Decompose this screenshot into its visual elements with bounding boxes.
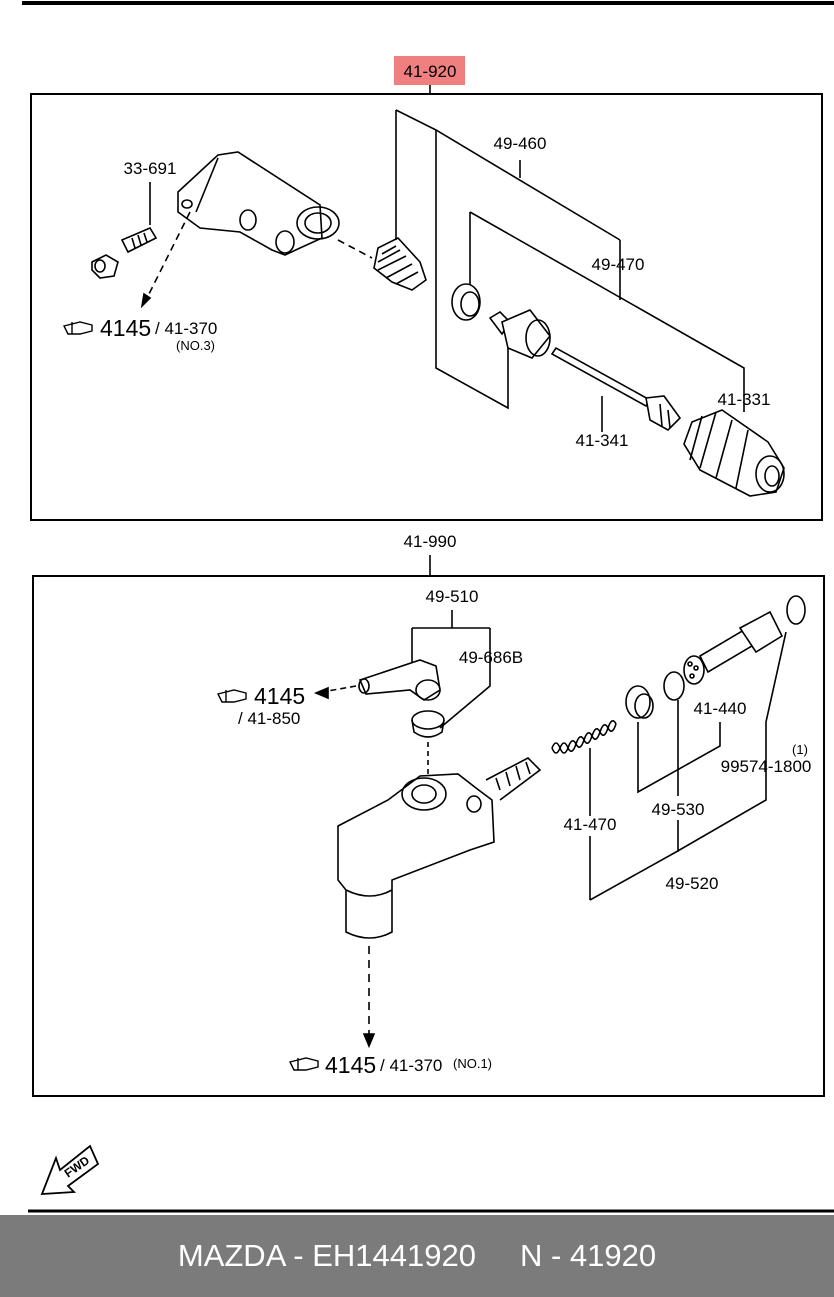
hand-pointer-icon <box>62 321 93 335</box>
callout-reservoir-kit: 49-510 <box>426 587 479 606</box>
return-spring <box>551 720 617 754</box>
callout-bolt: 33-691 <box>124 159 177 178</box>
piston <box>488 309 552 359</box>
bleed-bolt <box>91 226 158 279</box>
callout-kit-outer: 49-460 <box>494 134 547 153</box>
slave-cylinder-body <box>177 151 340 256</box>
cup-seal <box>625 685 654 719</box>
top-part-number: 41-920 <box>404 62 457 81</box>
ref-figure-outlet: 4145 <box>325 1052 376 1078</box>
callout-spring: 41-470 <box>564 815 617 834</box>
bottom-assembly <box>32 555 825 1097</box>
nipple-dashed <box>321 685 357 693</box>
seal-ring <box>663 671 685 701</box>
top-assembly-frame <box>30 93 823 521</box>
push-rod <box>550 346 682 431</box>
top-assembly <box>30 56 823 521</box>
bottom-part-number: 41-990 <box>404 532 457 551</box>
oring-99574 <box>786 595 806 625</box>
reservoir-nipple <box>358 659 441 701</box>
ref-sub-top: / 41-370 <box>155 319 217 338</box>
piston-seal <box>451 283 481 321</box>
callout-oring: 99574-1800 <box>721 757 812 776</box>
small-dust-boot <box>373 237 427 291</box>
ref-sub-reservoir: / 41-850 <box>238 709 300 728</box>
top-labels: 41-920 33-691 49-460 49-470 41-331 41-34… <box>62 62 771 450</box>
master-cylinder-body <box>337 757 542 939</box>
ref-note-top: (NO.3) <box>176 338 215 353</box>
bottom-labels: 41-990 49-510 49-686B 41-440 (1) 99574-1… <box>216 532 812 1078</box>
master-piston <box>683 610 784 685</box>
bolt-dashed-arrow <box>145 211 191 301</box>
callout-kit-inner: 49-470 <box>592 255 645 274</box>
ref-sub-outlet: / 41-370 <box>380 1056 442 1075</box>
callout-piston: 41-440 <box>694 699 747 718</box>
ref-figure-top: 4145 <box>100 315 151 341</box>
callout-seal: 49-530 <box>652 800 705 819</box>
callout-qty: (1) <box>792 742 808 757</box>
hand-pointer-icon <box>216 689 247 703</box>
ref-figure-reservoir: 4145 <box>254 683 305 709</box>
callout-grommet: 49-686B <box>459 648 523 667</box>
footer-bar: MAZDA - EH1441920 N - 41920 <box>0 1215 834 1297</box>
callout-repair-kit: 49-520 <box>666 874 719 893</box>
top-part-highlight <box>394 56 465 85</box>
bottom-assembly-frame <box>32 575 825 1097</box>
callout-pushrod: 41-341 <box>576 431 629 450</box>
parts-diagram: 41-920 33-691 49-460 49-470 41-331 41-34… <box>22 1 834 1213</box>
body-dashed-line <box>337 239 373 259</box>
large-dust-boot <box>683 409 785 497</box>
fwd-arrow-icon: FWD <box>40 1144 100 1195</box>
grommet <box>411 710 445 738</box>
ref-note-outlet: (NO.1) <box>453 1056 492 1071</box>
footer-reference: N - 41920 <box>519 1238 657 1273</box>
footer-part-number: MAZDA - EH1441920 <box>177 1238 476 1273</box>
hand-pointer-icon <box>288 1057 319 1071</box>
callout-boot: 41-331 <box>718 390 771 409</box>
